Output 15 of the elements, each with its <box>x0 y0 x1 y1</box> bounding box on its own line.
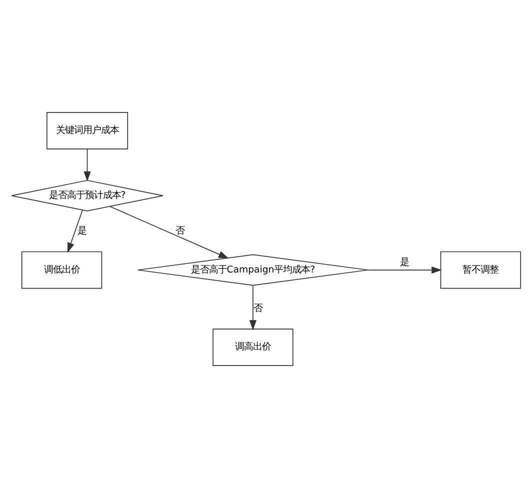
edge-label: 是 <box>400 256 409 268</box>
node-diamond: 是否高于预计成本? <box>11 179 164 211</box>
node-box: 调高出价 <box>212 328 294 366</box>
arrow <box>368 266 442 274</box>
edge-label: 是 <box>78 225 87 236</box>
node-box: 调低出价 <box>21 250 102 288</box>
node-box: 关键词用户成本 <box>46 111 128 149</box>
arrow <box>84 148 91 182</box>
arrow <box>110 206 229 258</box>
edge-label: 否 <box>175 225 184 236</box>
arrow <box>249 284 257 330</box>
node-box: 暂不调整 <box>440 250 522 288</box>
edge-label: 否 <box>254 302 263 314</box>
node-diamond: 是否高于Campaign平均成本? <box>137 254 368 286</box>
arrow <box>67 209 83 252</box>
